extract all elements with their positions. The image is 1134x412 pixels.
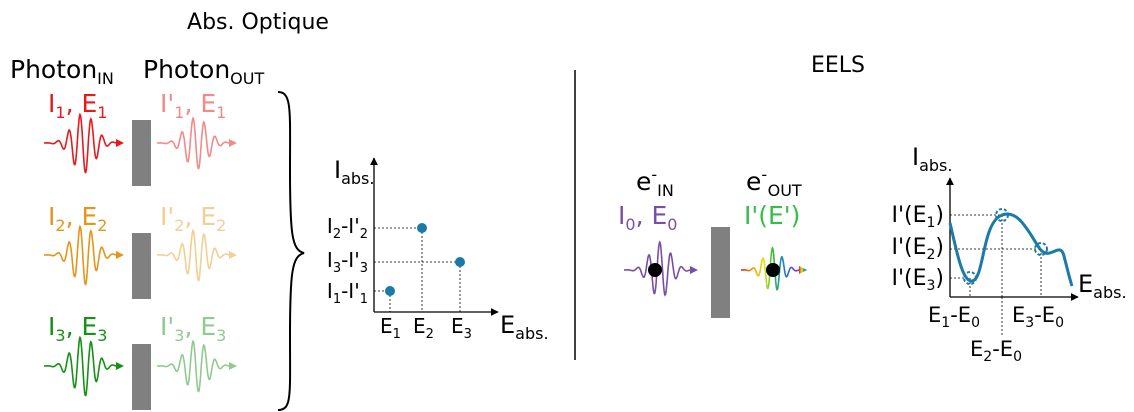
optical-y-tick-2: I3-I'3 bbox=[327, 248, 368, 276]
optical-absorption-plot: Iabs. Eabs. I2-I'2 I3-I'3 I1-I'1 E1 bbox=[327, 156, 549, 343]
eels-x-tick-3: E3-E0 bbox=[1012, 303, 1064, 331]
curly-brace bbox=[277, 91, 305, 411]
optical-point-1 bbox=[385, 286, 395, 296]
eels-guide-lines bbox=[950, 214, 1042, 297]
photon-out-label-1: I'1, E1 bbox=[160, 89, 226, 122]
eels-spectrum-curve bbox=[948, 212, 1074, 287]
photon-out-wave-3-arrowhead bbox=[229, 362, 237, 370]
eels-title: EELS bbox=[811, 53, 865, 78]
photon-in-label-3: I3, E3 bbox=[48, 312, 107, 345]
optical-x-tick-2: E2 bbox=[413, 314, 434, 342]
photon-out-wave-2-arrowhead bbox=[229, 251, 237, 259]
optical-x-axis-label: Eabs. bbox=[500, 311, 549, 343]
electron-out-dot bbox=[766, 263, 780, 277]
eels-sample-block bbox=[711, 227, 730, 318]
photon-out-header: PhotonOUT bbox=[143, 55, 264, 88]
photon-out-wave-2 bbox=[157, 228, 230, 282]
photon-in-wave-1 bbox=[44, 112, 117, 174]
optical-y-axis-label: Iabs. bbox=[334, 156, 374, 188]
photon-out-wave-1 bbox=[157, 116, 230, 170]
photon-in-label-1: I1, E1 bbox=[48, 89, 107, 122]
photon-out-label-2: I'2, E2 bbox=[160, 202, 226, 235]
electron-out-wave-arrowhead bbox=[799, 266, 807, 274]
electron-in-header: e-IN bbox=[636, 165, 674, 200]
photon-in-label-2: I2, E2 bbox=[48, 202, 107, 235]
optical-absorption-title: Abs. Optique bbox=[187, 10, 329, 35]
optical-guide-lines bbox=[374, 227, 461, 312]
eels-x-tick-2: E2-E0 bbox=[970, 337, 1022, 365]
sample-block-2 bbox=[132, 233, 151, 299]
optical-x-tick-1: E1 bbox=[380, 314, 401, 342]
photon-in-wave-3 bbox=[44, 335, 117, 397]
sample-block-1 bbox=[132, 120, 151, 186]
photon-in-wave-2 bbox=[44, 224, 117, 286]
electron-out-header: e-OUT bbox=[746, 165, 802, 200]
eels-marker-1 bbox=[995, 208, 1009, 222]
electron-in-label: I0, E0 bbox=[618, 201, 677, 234]
optical-point-3 bbox=[455, 257, 465, 267]
photon-in-wave-2-arrowhead bbox=[116, 251, 124, 259]
eels-y-tick-2: I'(E2) bbox=[891, 235, 944, 263]
electron-out-label: I'(E') bbox=[744, 201, 800, 230]
eels-y-tick-1: I'(E1) bbox=[891, 203, 944, 231]
electron-in-wave-arrowhead bbox=[690, 266, 698, 274]
photon-out-wave-1-arrowhead bbox=[229, 139, 237, 147]
eels-x-tick-1: E1-E0 bbox=[928, 303, 980, 331]
eels-x-axis-label: Eabs. bbox=[1078, 270, 1127, 302]
photon-out-wave-3 bbox=[157, 339, 230, 393]
photon-in-header: PhotonIN bbox=[10, 55, 114, 88]
optical-point-2 bbox=[417, 223, 427, 233]
optical-x-tick-3: E3 bbox=[451, 314, 472, 342]
optical-y-tick-3: I1-I'1 bbox=[327, 279, 368, 307]
photon-out-label-3: I'3, E3 bbox=[160, 312, 226, 345]
eels-y-axis-label: Iabs. bbox=[912, 143, 952, 175]
photon-in-wave-1-arrowhead bbox=[116, 139, 124, 147]
optical-y-tick-1: I2-I'2 bbox=[327, 214, 368, 242]
electron-in-dot bbox=[648, 263, 662, 277]
sample-block-3 bbox=[132, 344, 151, 410]
eels-marker-2 bbox=[1034, 242, 1048, 256]
eels-marker-3 bbox=[963, 271, 977, 285]
eels-plot: Iabs. Eabs. I'(E1) I'(E2) I'(E3) E1-E0 E… bbox=[891, 143, 1126, 365]
photon-wave-packets bbox=[44, 112, 237, 397]
eels-y-tick-3: I'(E3) bbox=[891, 266, 944, 294]
photon-in-wave-3-arrowhead bbox=[116, 362, 124, 370]
